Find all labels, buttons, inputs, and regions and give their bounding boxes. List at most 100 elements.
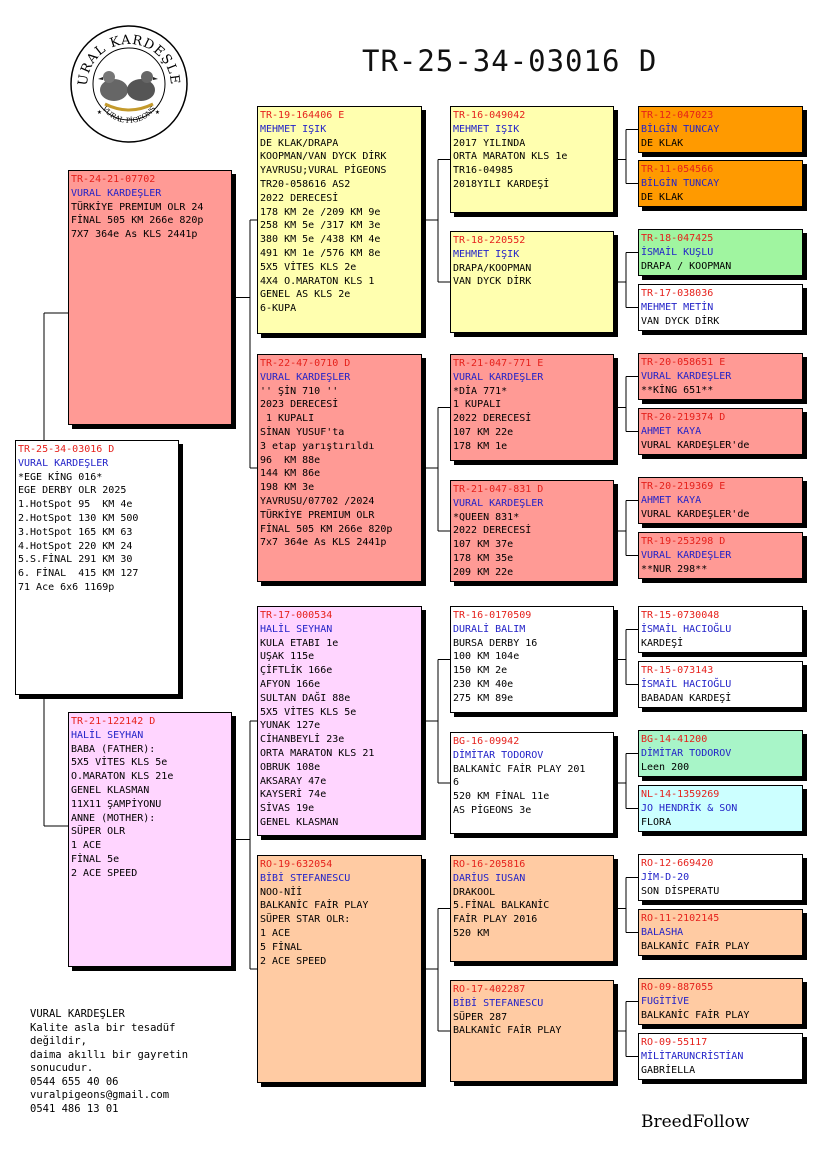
pigeon-note: DRAPA/KOOPMAN [453,262,532,274]
pigeon-note: KARDEŞİ [641,637,684,649]
owner-name: VURAL KARDEŞLER [453,371,544,383]
pigeon-note: VAN DYCK DİRK [453,276,532,288]
owner-name: DİMİTAR TODOROV [453,749,544,761]
owner-name: VURAL KARDEŞLER [453,497,544,509]
pigeon-note: BALKANİC FAİR PLAY [641,940,750,952]
pigeon-note: *EGE KİNG 016* [18,471,103,483]
owner-name: BİBİ STEFANESCU [260,872,351,884]
pigeon-note: 1 KUPALI [260,413,315,425]
pigeon-note: SİNAN YUSUF'ta [260,426,345,438]
pigeon-note: 2017 YILINDA [453,137,526,149]
pigeon-note: 107 KM 37e [453,539,514,551]
breeder-contact: VURAL KARDEŞLER Kalite asla bir tesadüf … [30,1008,188,1116]
pigeon-note: VAN DYCK DİRK [641,315,720,327]
contact-phone: 0544 655 40 06 [30,1075,119,1088]
owner-name: VURAL KARDEŞLER [641,370,732,382]
pigeon-note: SİVAS 19e [260,803,315,815]
pigeon-note: FİNAL 505 KM 266e 820p [71,215,204,227]
owner-name: VURAL KARDEŞLER [71,187,162,199]
pigeon-note: AFYON 166e [260,678,321,690]
pigeon-note: 5 FİNAL [260,941,303,953]
pigeon-note: 4.HotSpot 220 KM 24 [18,540,133,552]
ring-number: TR-24-21-07702 [71,174,156,185]
pigeon-note: 178 KM 2e /209 KM 9e [260,206,381,218]
pigeon-note: 4X4 O.MARATON KLS 1 [260,275,375,287]
owner-name: VURAL KARDEŞLER [260,371,351,383]
owner-name: MEHMET IŞIK [453,248,520,260]
owner-name: İSMAİL HACIOĞLU [641,623,732,635]
pigeon-note: 178 KM 35e [453,552,514,564]
owner-name: BALASHA [641,926,684,938]
pigeon-note: UŞAK 115e [260,651,315,663]
pigeon-note: 209 KM 22e [453,566,514,578]
pigeon-note: FİNAL 505 KM 266e 820p [260,523,393,535]
pigeon-note: 7x7 364e As KLS 2441p [260,537,387,549]
contact-email: vuralpigeons@gmail.com [30,1089,170,1101]
owner-name: MEHMET METİN [641,301,714,313]
pigeon-note: 258 KM 5e /317 KM 3e [260,220,381,232]
pigeon-note: 230 KM 40e [453,678,514,690]
pigeon-note: *DİA 771* [453,385,508,397]
pigeon-note: 2022 DERECESİ [453,413,532,425]
ring-number: TR-21-122142 D [71,716,156,727]
pigeon-note: GENEL AS KLS 2e [260,289,351,301]
owner-name: VURAL KARDEŞLER [641,549,732,561]
pigeon-note: KOOPMAN/VAN DYCK DİRK [260,151,387,163]
ring-number: NL-14-1359269 [641,789,720,800]
pigeon-note: NOO-Nİİ [260,886,303,898]
pigeon-note: Leen 200 [641,761,690,773]
owner-name: FUGİTİVE [641,995,690,1007]
owner-name: BİBİ STEFANESCU [453,997,544,1009]
pigeon-note: '' ŞİN 710 '' [260,385,339,397]
pigeon-note: BURSA DERBY 16 [453,637,538,649]
ring-number: RO-09-887055 [641,982,714,993]
ring-number: TR-20-219374 D [641,412,726,423]
pigeon-note: O.MARATON KLS 21e [71,771,174,783]
ring-number: TR-21-047-831 D [453,484,544,495]
pigeon-note: 3.HotSpot 165 KM 63 [18,526,133,538]
pigeon-note: 5.FİNAL BALKANİC [453,900,550,912]
pigeon-note: AS PİGEONS 3e [453,804,532,816]
ring-number: TR-25-34-03016 D [18,444,115,455]
contact-motto: daima akıllı bir gayretin [30,1048,189,1061]
owner-name: MEHMET IŞIK [453,123,520,135]
pigeon-note: SULTAN DAĞI 88e [260,692,351,704]
pigeon-note: GABRİELLA [641,1064,696,1076]
pigeon-note: 144 KM 86e [260,468,321,480]
ring-number: TR-15-073143 [641,665,714,676]
pigeon-note: 3 etap yarıştırıldı [260,440,375,452]
svg-text:★: ★ [155,107,160,116]
owner-name: BİLGİN TUNCAY [641,177,720,189]
pigeon-note: ORTA MARATON KLS 1e [453,151,568,163]
pigeon-note: BABADAN KARDEŞİ [641,692,732,704]
pigeon-note: DE KLAK/DRAPA [260,137,339,149]
pigeon-note: 520 KM [453,927,490,939]
owner-name: MİLİTARUNCRİSTİAN [641,1050,744,1062]
ring-number: TR-19-253298 D [641,536,726,547]
pigeon-note: DE KLAK [641,137,684,149]
pigeon-note: 5.S.FİNAL 291 KM 30 [18,554,133,566]
contact-name: VURAL KARDEŞLER [30,1008,125,1020]
ring-number: TR-20-058651 E [641,357,726,368]
pigeon-note: BALKANİC FAİR PLAY [260,900,369,912]
owner-name: DURALİ BALIM [453,623,526,635]
ring-number: RO-17-402287 [453,984,526,995]
pigeon-note: 520 KM FİNAL 11e [453,791,550,803]
pigeon-note: 5X5 VİTES KLS 2e [260,261,357,273]
owner-name: HALİL SEYHAN [260,623,333,635]
pigeon-note: 178 KM 1e [453,440,508,452]
